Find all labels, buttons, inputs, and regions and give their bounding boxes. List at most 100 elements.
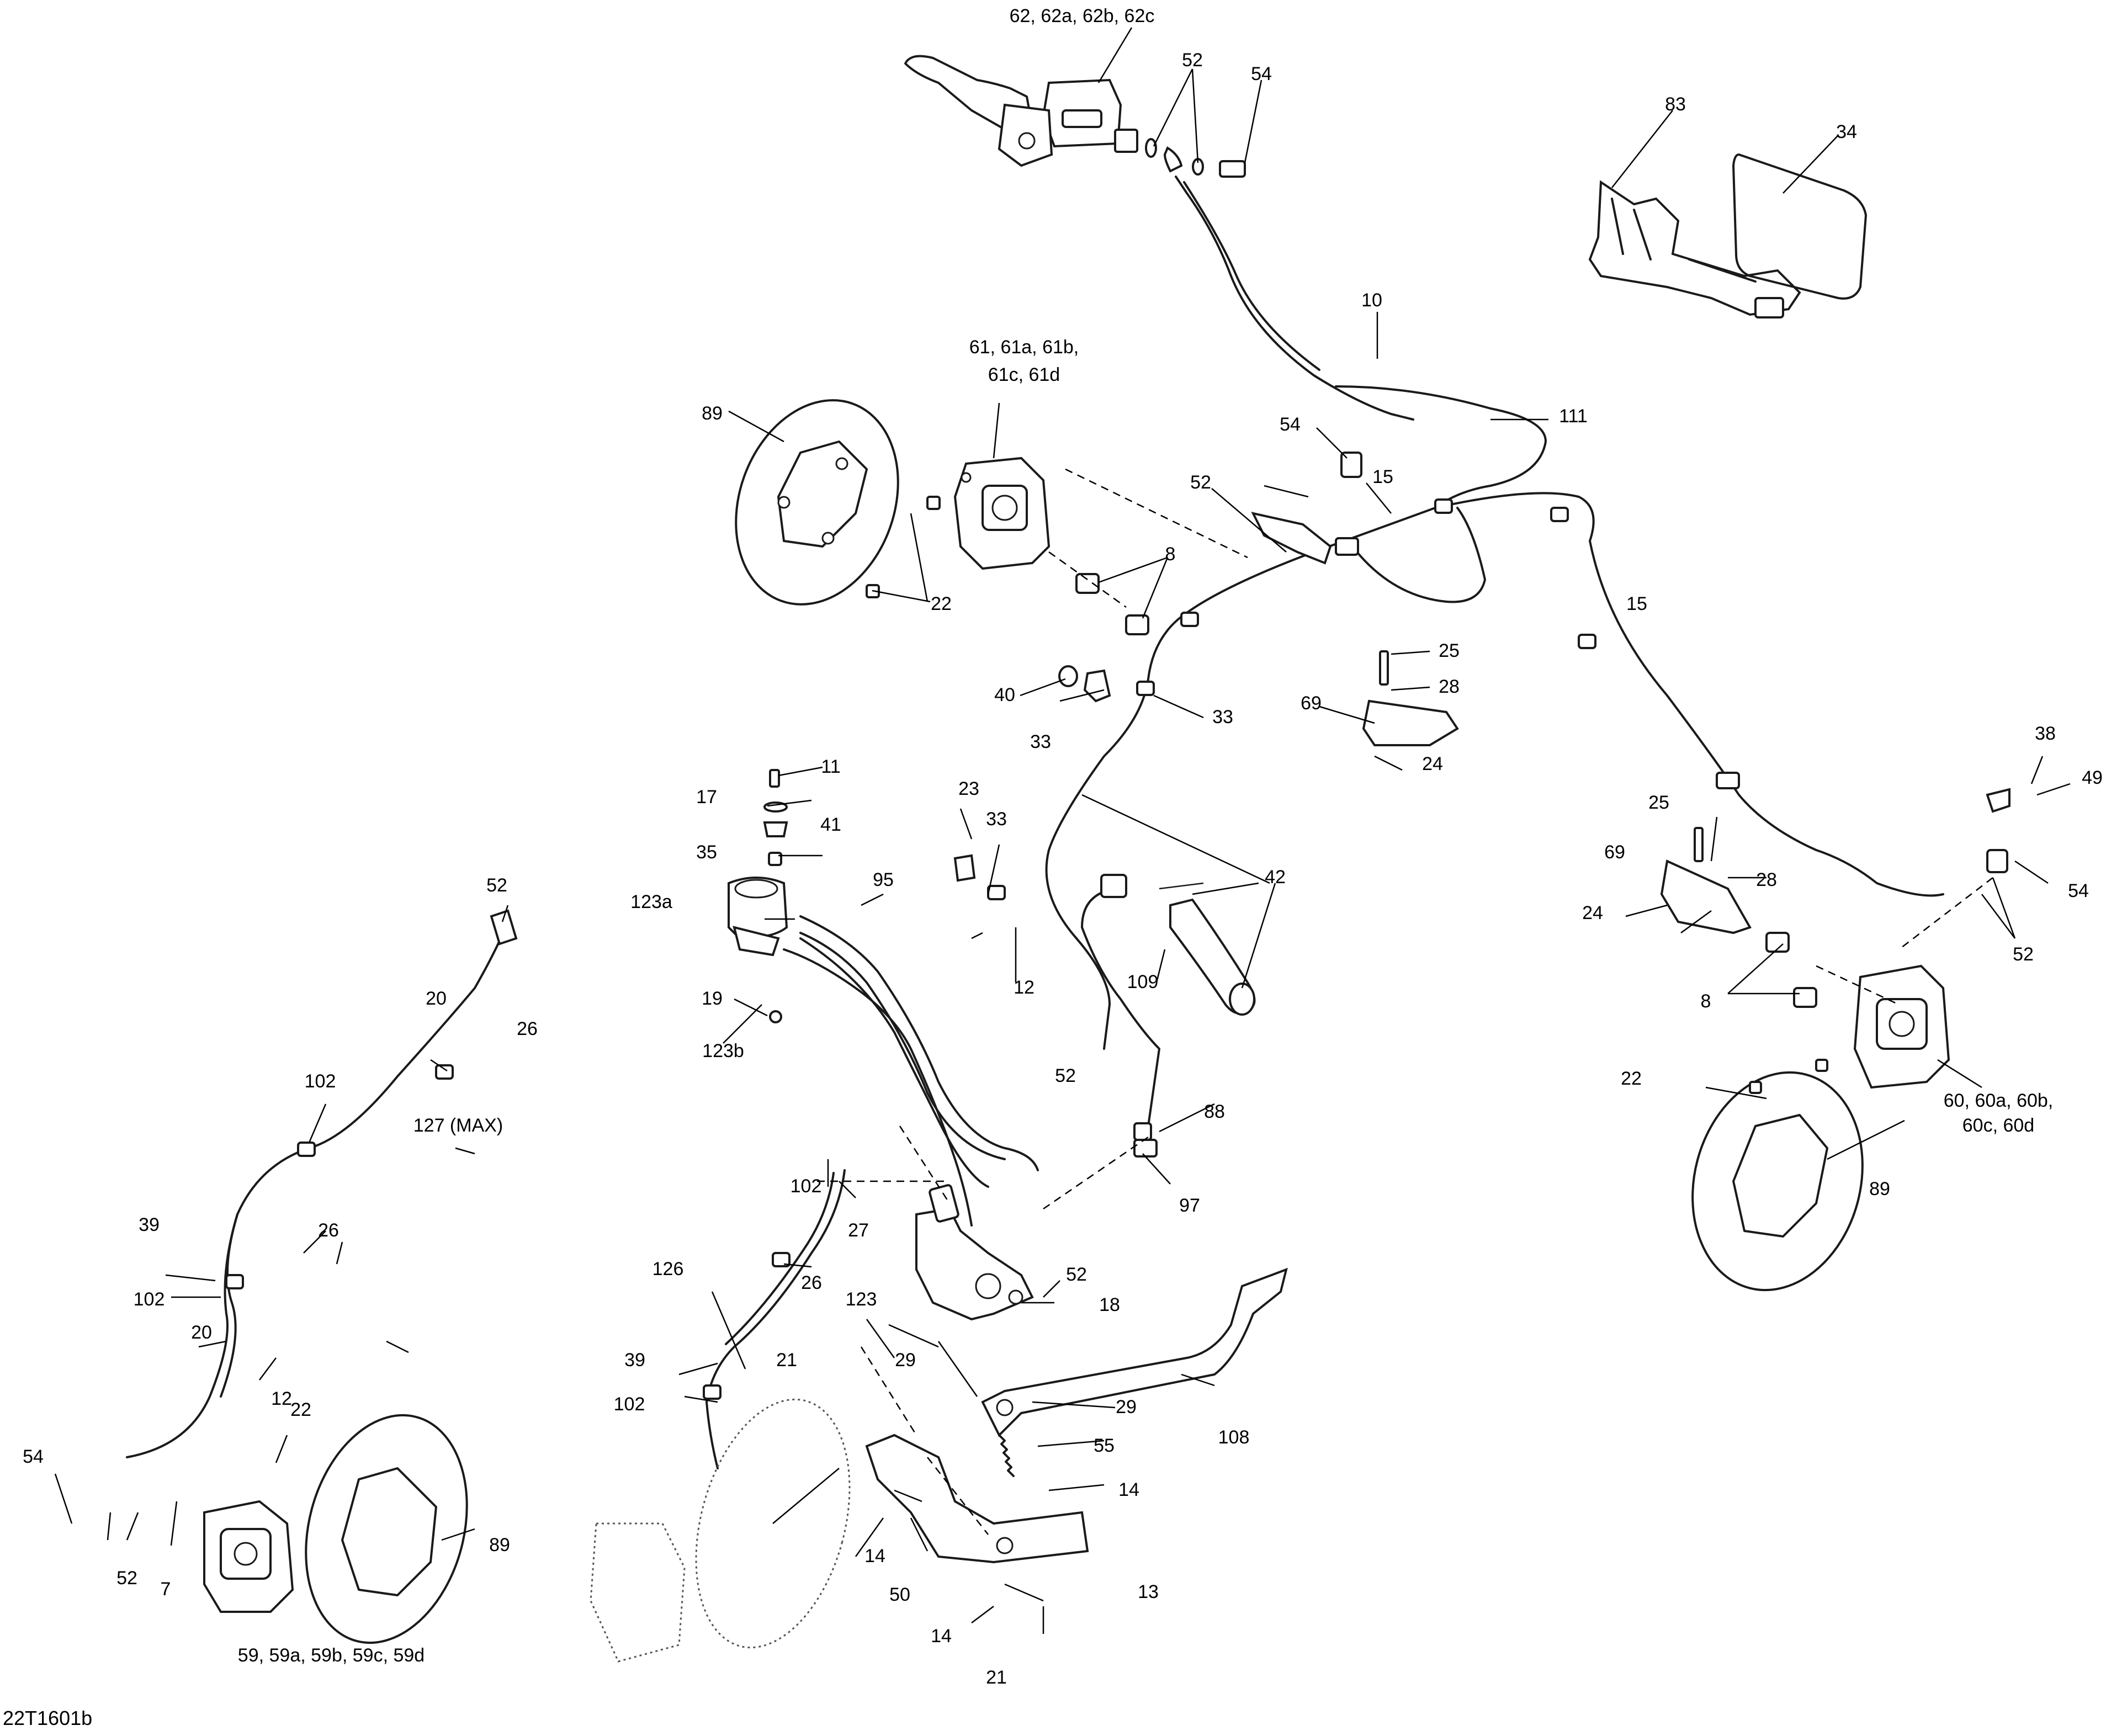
front-left-brake-caliper — [953, 456, 1051, 570]
callout-50: 50 — [889, 1584, 910, 1605]
brake-pedal — [981, 1267, 1288, 1437]
front-master-cylinder — [904, 55, 1138, 167]
callout-22: 22 — [290, 1399, 311, 1420]
callout-61-cont: 61c, 61d — [988, 364, 1060, 385]
callout-21: 21 — [986, 1667, 1007, 1688]
return-spring — [998, 1434, 1015, 1477]
callout-7: 7 — [161, 1579, 171, 1600]
callout-22: 22 — [1621, 1068, 1642, 1089]
callout-123b: 123b — [702, 1040, 744, 1061]
callout-54: 54 — [2068, 880, 2089, 901]
callout-123a: 123a — [630, 891, 672, 912]
callout-29: 29 — [895, 1350, 916, 1371]
callout-88: 88 — [1204, 1101, 1225, 1122]
left-brake-disc — [305, 1414, 468, 1644]
callout-55: 55 — [1094, 1435, 1115, 1456]
callout-19: 19 — [702, 988, 723, 1009]
callout-126: 126 — [653, 1259, 684, 1280]
callout-34: 34 — [1836, 121, 1857, 142]
callout-23: 23 — [958, 778, 979, 799]
callout-109: 109 — [1127, 971, 1159, 992]
callout-8: 8 — [1701, 991, 1711, 1012]
protective-sleeve — [1159, 882, 1256, 1016]
callout-54: 54 — [1251, 63, 1272, 84]
callout-39: 39 — [139, 1214, 160, 1235]
right-brake-disc — [1691, 1071, 1864, 1292]
callout-52: 52 — [1182, 50, 1203, 71]
callout-39: 39 — [624, 1350, 645, 1371]
callout-123: 123 — [846, 1289, 877, 1310]
callout-95: 95 — [873, 869, 894, 890]
callout-89: 89 — [1869, 1178, 1890, 1199]
callout-59: 59, 59a, 59b, 59c, 59d — [238, 1645, 425, 1666]
callout-12: 12 — [1014, 977, 1035, 998]
callout-102: 102 — [614, 1394, 645, 1415]
callout-108: 108 — [1218, 1427, 1250, 1448]
heat-shield-gasket — [1732, 153, 1867, 300]
rear-brake-line — [1045, 385, 1547, 1050]
callout-62: 62, 62a, 62b, 62c — [1010, 6, 1155, 26]
callout-24: 24 — [1582, 902, 1603, 923]
front-brake-hose — [1175, 176, 1414, 421]
callout-14: 14 — [864, 1546, 885, 1567]
callout-22: 22 — [931, 593, 952, 614]
callout-14: 14 — [931, 1626, 952, 1647]
callout-11: 11 — [821, 756, 840, 777]
callout-49: 49 — [2082, 767, 2103, 788]
callout-83: 83 — [1665, 94, 1686, 115]
callout-111: 111 — [1559, 406, 1588, 427]
callout-12: 12 — [271, 1388, 292, 1409]
callout-labels: 62, 62a, 62b, 62c 52 54 83 34 10 61, 61a… — [23, 6, 2103, 1688]
rear-master-cylinder — [915, 1184, 1034, 1321]
callout-89: 89 — [489, 1535, 510, 1556]
callout-52: 52 — [116, 1568, 137, 1589]
reservoir-hose — [799, 915, 1039, 1171]
callout-54: 54 — [1280, 414, 1301, 435]
callout-15: 15 — [1626, 593, 1647, 614]
callout-24: 24 — [1422, 753, 1443, 774]
callout-69: 69 — [1301, 693, 1322, 714]
callout-127-max: 127 (MAX) — [413, 1115, 503, 1136]
callout-52: 52 — [1066, 1264, 1087, 1285]
callout-42: 42 — [1265, 867, 1286, 888]
reservoir-to-master-hose — [783, 948, 973, 1227]
right-brake-caliper — [1853, 964, 1950, 1089]
leader-lines — [54, 27, 2071, 1634]
callout-52: 52 — [1055, 1065, 1076, 1086]
sensor-bracket-right — [1660, 827, 1752, 935]
rear-brake-hose — [705, 1169, 846, 1469]
callout-20: 20 — [426, 988, 447, 1009]
callout-25: 25 — [1439, 640, 1460, 661]
banjo-fitting-top — [1145, 138, 1246, 178]
callout-28: 28 — [1439, 676, 1460, 697]
callout-52: 52 — [1190, 472, 1211, 493]
brake-light-switch-wire — [1081, 888, 1160, 1127]
callout-14: 14 — [1118, 1479, 1139, 1500]
pedal-bracket — [865, 1434, 1089, 1564]
callout-52: 52 — [2013, 944, 2034, 965]
rear-caliper-and-disc-reference — [590, 1398, 851, 1663]
callout-40: 40 — [994, 684, 1015, 705]
abs-module-bracket — [1588, 180, 1801, 318]
hose-clips — [953, 665, 1111, 882]
left-brake-hose — [126, 921, 509, 1458]
callout-10: 10 — [1361, 290, 1382, 311]
callout-69: 69 — [1604, 842, 1625, 863]
callout-33: 33 — [1030, 731, 1051, 752]
drawing-number: 22T1601b — [3, 1707, 92, 1729]
callout-17: 17 — [696, 787, 717, 808]
callout-26: 26 — [517, 1018, 538, 1039]
callout-29: 29 — [1116, 1397, 1137, 1418]
callout-8: 8 — [1165, 544, 1176, 565]
callout-28: 28 — [1756, 869, 1777, 890]
assembly-dashed-lines — [817, 468, 1993, 1535]
callout-33: 33 — [1212, 707, 1233, 728]
callout-52: 52 — [486, 875, 507, 896]
callout-102: 102 — [305, 1071, 336, 1092]
callout-27: 27 — [848, 1220, 869, 1241]
callout-26: 26 — [801, 1272, 822, 1293]
brake-fluid-reservoir — [728, 769, 788, 1023]
callout-26: 26 — [318, 1220, 339, 1241]
callout-18: 18 — [1099, 1294, 1120, 1315]
